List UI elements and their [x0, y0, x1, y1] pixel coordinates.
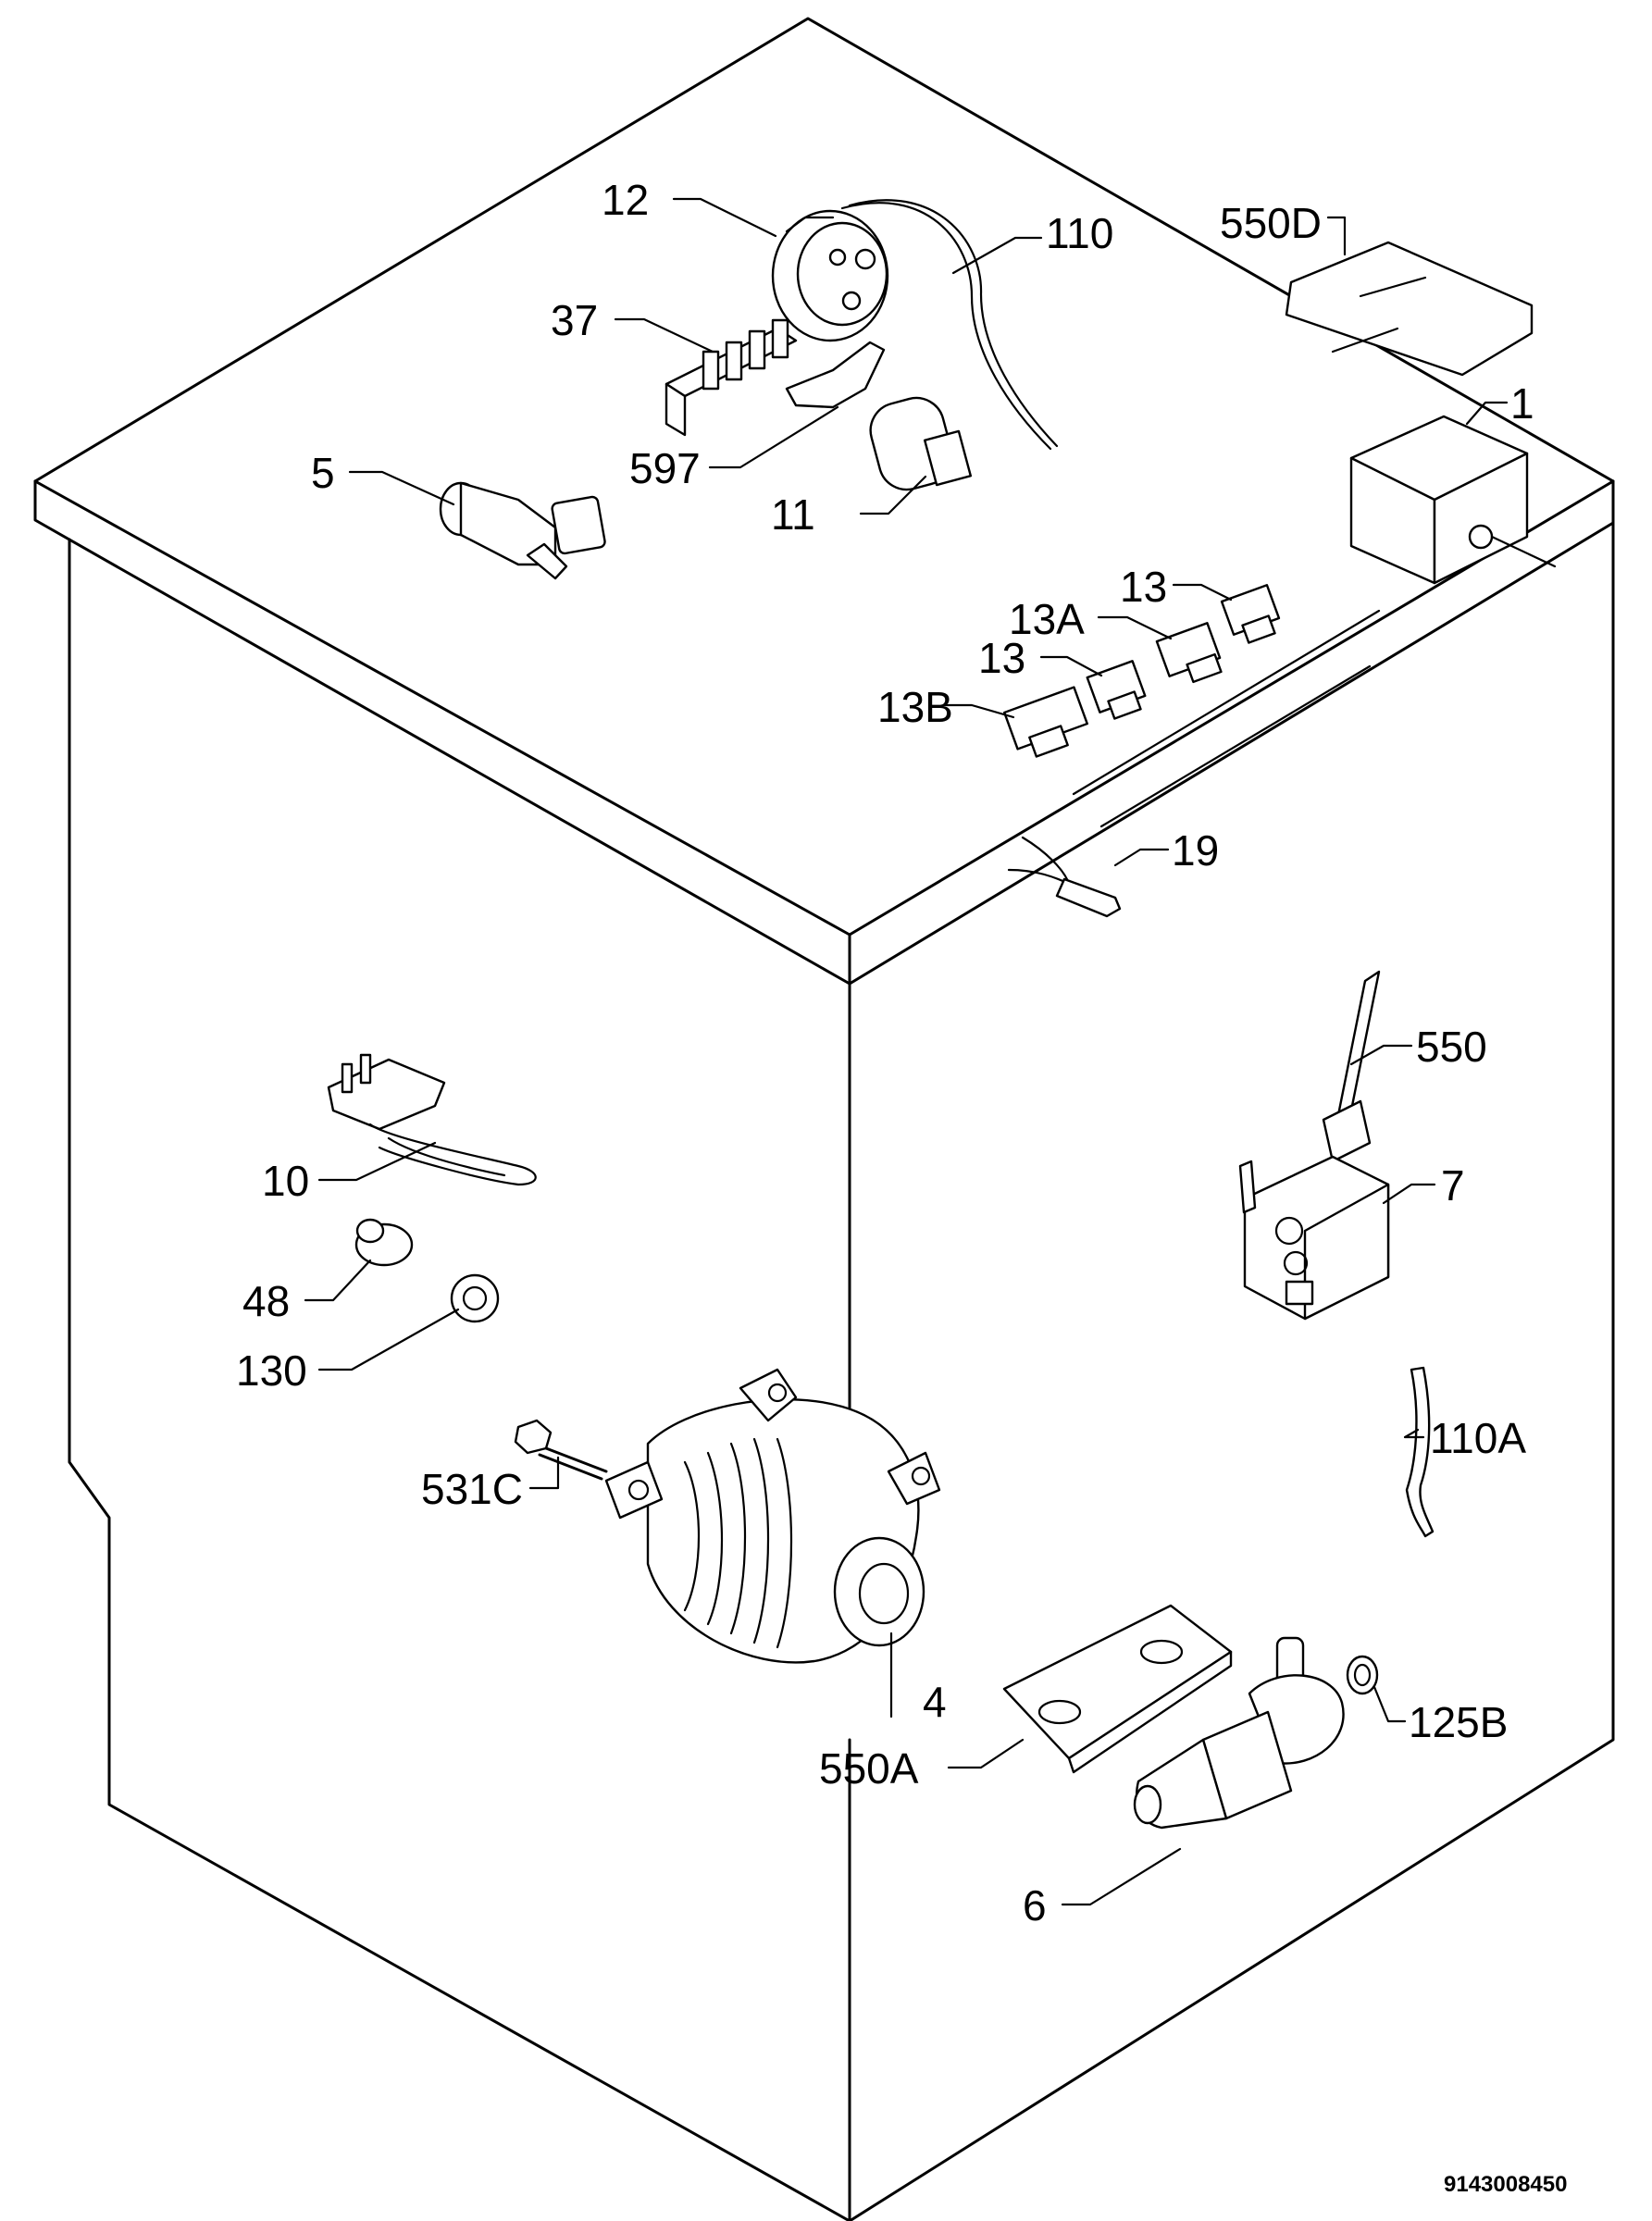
label-part-6: 6	[1023, 1881, 1047, 1929]
label-part-13b: 13B	[877, 683, 953, 731]
drain-pump-part	[1133, 1636, 1345, 1830]
connector-13a-part	[1155, 622, 1223, 684]
label-part-19: 19	[1172, 826, 1219, 875]
screw-part	[514, 1419, 608, 1481]
label-part-12: 12	[602, 176, 649, 224]
door-lock-cable-part	[1322, 970, 1381, 1163]
sensor-part	[1007, 836, 1122, 918]
label-part-550a: 550A	[819, 1744, 919, 1793]
valve-part	[439, 481, 606, 580]
label-part-4: 4	[923, 1678, 947, 1726]
heating-element-part	[327, 1053, 537, 1186]
label-part-11: 11	[771, 490, 815, 539]
label-part-37: 37	[551, 296, 598, 344]
thermostat-part	[354, 1218, 414, 1267]
label-part-13a: 13A	[1009, 595, 1085, 643]
label-part-125b: 125B	[1409, 1698, 1508, 1746]
programmer-part	[1349, 415, 1557, 585]
label-part-550d: 550D	[1220, 199, 1322, 247]
label-part-130: 130	[236, 1346, 307, 1395]
label-part-550: 550	[1416, 1023, 1487, 1071]
connector-13b-part	[1003, 686, 1088, 758]
nut-part	[450, 1273, 500, 1323]
motor-part	[604, 1368, 941, 1664]
label-part-531c: 531C	[421, 1465, 523, 1513]
part-labels: 12 110 550D 37 1 5 597 11 13 13A 13 13B …	[236, 176, 1534, 1929]
seal-ring-part	[1346, 1655, 1379, 1695]
label-part-48: 48	[242, 1277, 290, 1325]
hose-part	[1405, 1366, 1435, 1538]
bracket-part	[785, 341, 886, 409]
cover-plate-part	[1285, 241, 1534, 377]
label-part-10: 10	[262, 1157, 309, 1205]
pad-part	[1002, 1604, 1233, 1774]
label-part-13-top: 13	[1120, 563, 1167, 611]
pressure-switch-part	[771, 199, 1059, 451]
leader-lines	[304, 197, 1509, 1906]
capacitor-part	[869, 396, 973, 491]
connector-13-mid-part	[1086, 660, 1147, 720]
door-lock-part	[1238, 1155, 1390, 1321]
connector-13-top-part	[1220, 584, 1281, 644]
label-part-597: 597	[629, 444, 701, 492]
drawing-code: 9143008450	[1444, 2172, 1567, 2197]
label-part-1: 1	[1510, 379, 1534, 428]
label-part-110a: 110A	[1430, 1414, 1526, 1462]
label-part-5: 5	[311, 449, 335, 497]
cabinet-outline	[33, 17, 1615, 2221]
terminal-block-part	[665, 318, 798, 437]
label-part-7: 7	[1441, 1161, 1465, 1210]
label-part-110: 110	[1046, 209, 1113, 257]
label-part-13-mid: 13	[978, 634, 1025, 682]
